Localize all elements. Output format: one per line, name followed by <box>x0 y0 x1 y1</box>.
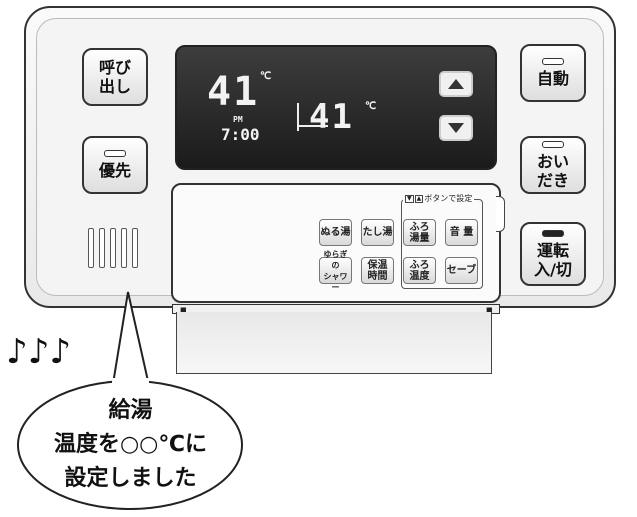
down-mini-icon: ▼ <box>405 194 414 203</box>
bath-temp-button[interactable]: ふろ 温度 <box>403 257 436 284</box>
power-lamp-icon <box>542 229 564 237</box>
power-button-label: 運転 入/切 <box>534 240 572 279</box>
control-panel: ▼ ▲ ボタンで設定 ぬる湯 たし湯 ふろ 湯量 音 量 ゆらぎの シャワー 保… <box>171 183 501 303</box>
hinge-right-icon: ■ <box>486 306 493 314</box>
reheat-button-label: おい だき <box>536 151 569 190</box>
auto-button[interactable]: 自動 <box>520 44 586 102</box>
reheat-lamp-icon <box>542 140 564 148</box>
up-arrow-icon <box>448 79 464 89</box>
reheat-button[interactable]: おい だき <box>520 136 586 194</box>
lcd-display: 41 ℃ PM 7:00 41 ℃ <box>175 45 497 170</box>
save-button[interactable]: セーブ <box>445 257 478 284</box>
door-clip <box>496 196 505 232</box>
power-button[interactable]: 運転 入/切 <box>520 222 586 286</box>
supply-temp-value: 41 <box>309 97 354 137</box>
open-door[interactable] <box>176 312 492 374</box>
level-indicator-icon <box>297 103 307 131</box>
setting-hint-label: ボタンで設定 <box>424 194 473 203</box>
priority-lamp-icon <box>104 150 126 157</box>
lukewarm-button[interactable]: ぬる湯 <box>319 219 352 246</box>
add-hot-water-button[interactable]: たし湯 <box>361 219 394 246</box>
sound-volume-button[interactable]: 音 量 <box>445 219 478 246</box>
fluctuating-shower-button[interactable]: ゆらぎの シャワー <box>319 250 352 292</box>
supply-temp-unit: ℃ <box>365 101 377 112</box>
up-button[interactable] <box>439 71 473 97</box>
keep-warm-time-button[interactable]: 保温 時間 <box>361 257 394 284</box>
call-button-label: 呼び 出し <box>98 58 131 96</box>
hinge-left-icon: ■ <box>180 306 187 314</box>
auto-button-label: 自動 <box>536 69 569 88</box>
bath-temp-unit: ℃ <box>260 71 272 82</box>
speech-bubble <box>17 291 243 510</box>
callout-line-1: 給湯 <box>108 398 153 423</box>
auto-lamp-icon <box>542 58 564 65</box>
priority-button-label: 優先 <box>98 161 131 180</box>
priority-button[interactable]: 優先 <box>82 136 148 194</box>
clock-value: 7:00 <box>221 125 260 144</box>
callout-line-2: 温度を○○℃に <box>53 432 208 457</box>
up-mini-icon: ▲ <box>414 194 424 203</box>
bath-volume-button[interactable]: ふろ 湯量 <box>403 219 436 246</box>
call-button[interactable]: 呼び 出し <box>82 48 148 106</box>
bath-temp-value: 41 <box>207 69 260 115</box>
down-button[interactable] <box>439 115 473 141</box>
down-arrow-icon <box>448 123 464 133</box>
music-notes-icon: ♪♪♪ <box>6 332 72 372</box>
callout-line-3: 設定しました <box>64 466 197 491</box>
ampm-label: PM <box>233 115 243 124</box>
